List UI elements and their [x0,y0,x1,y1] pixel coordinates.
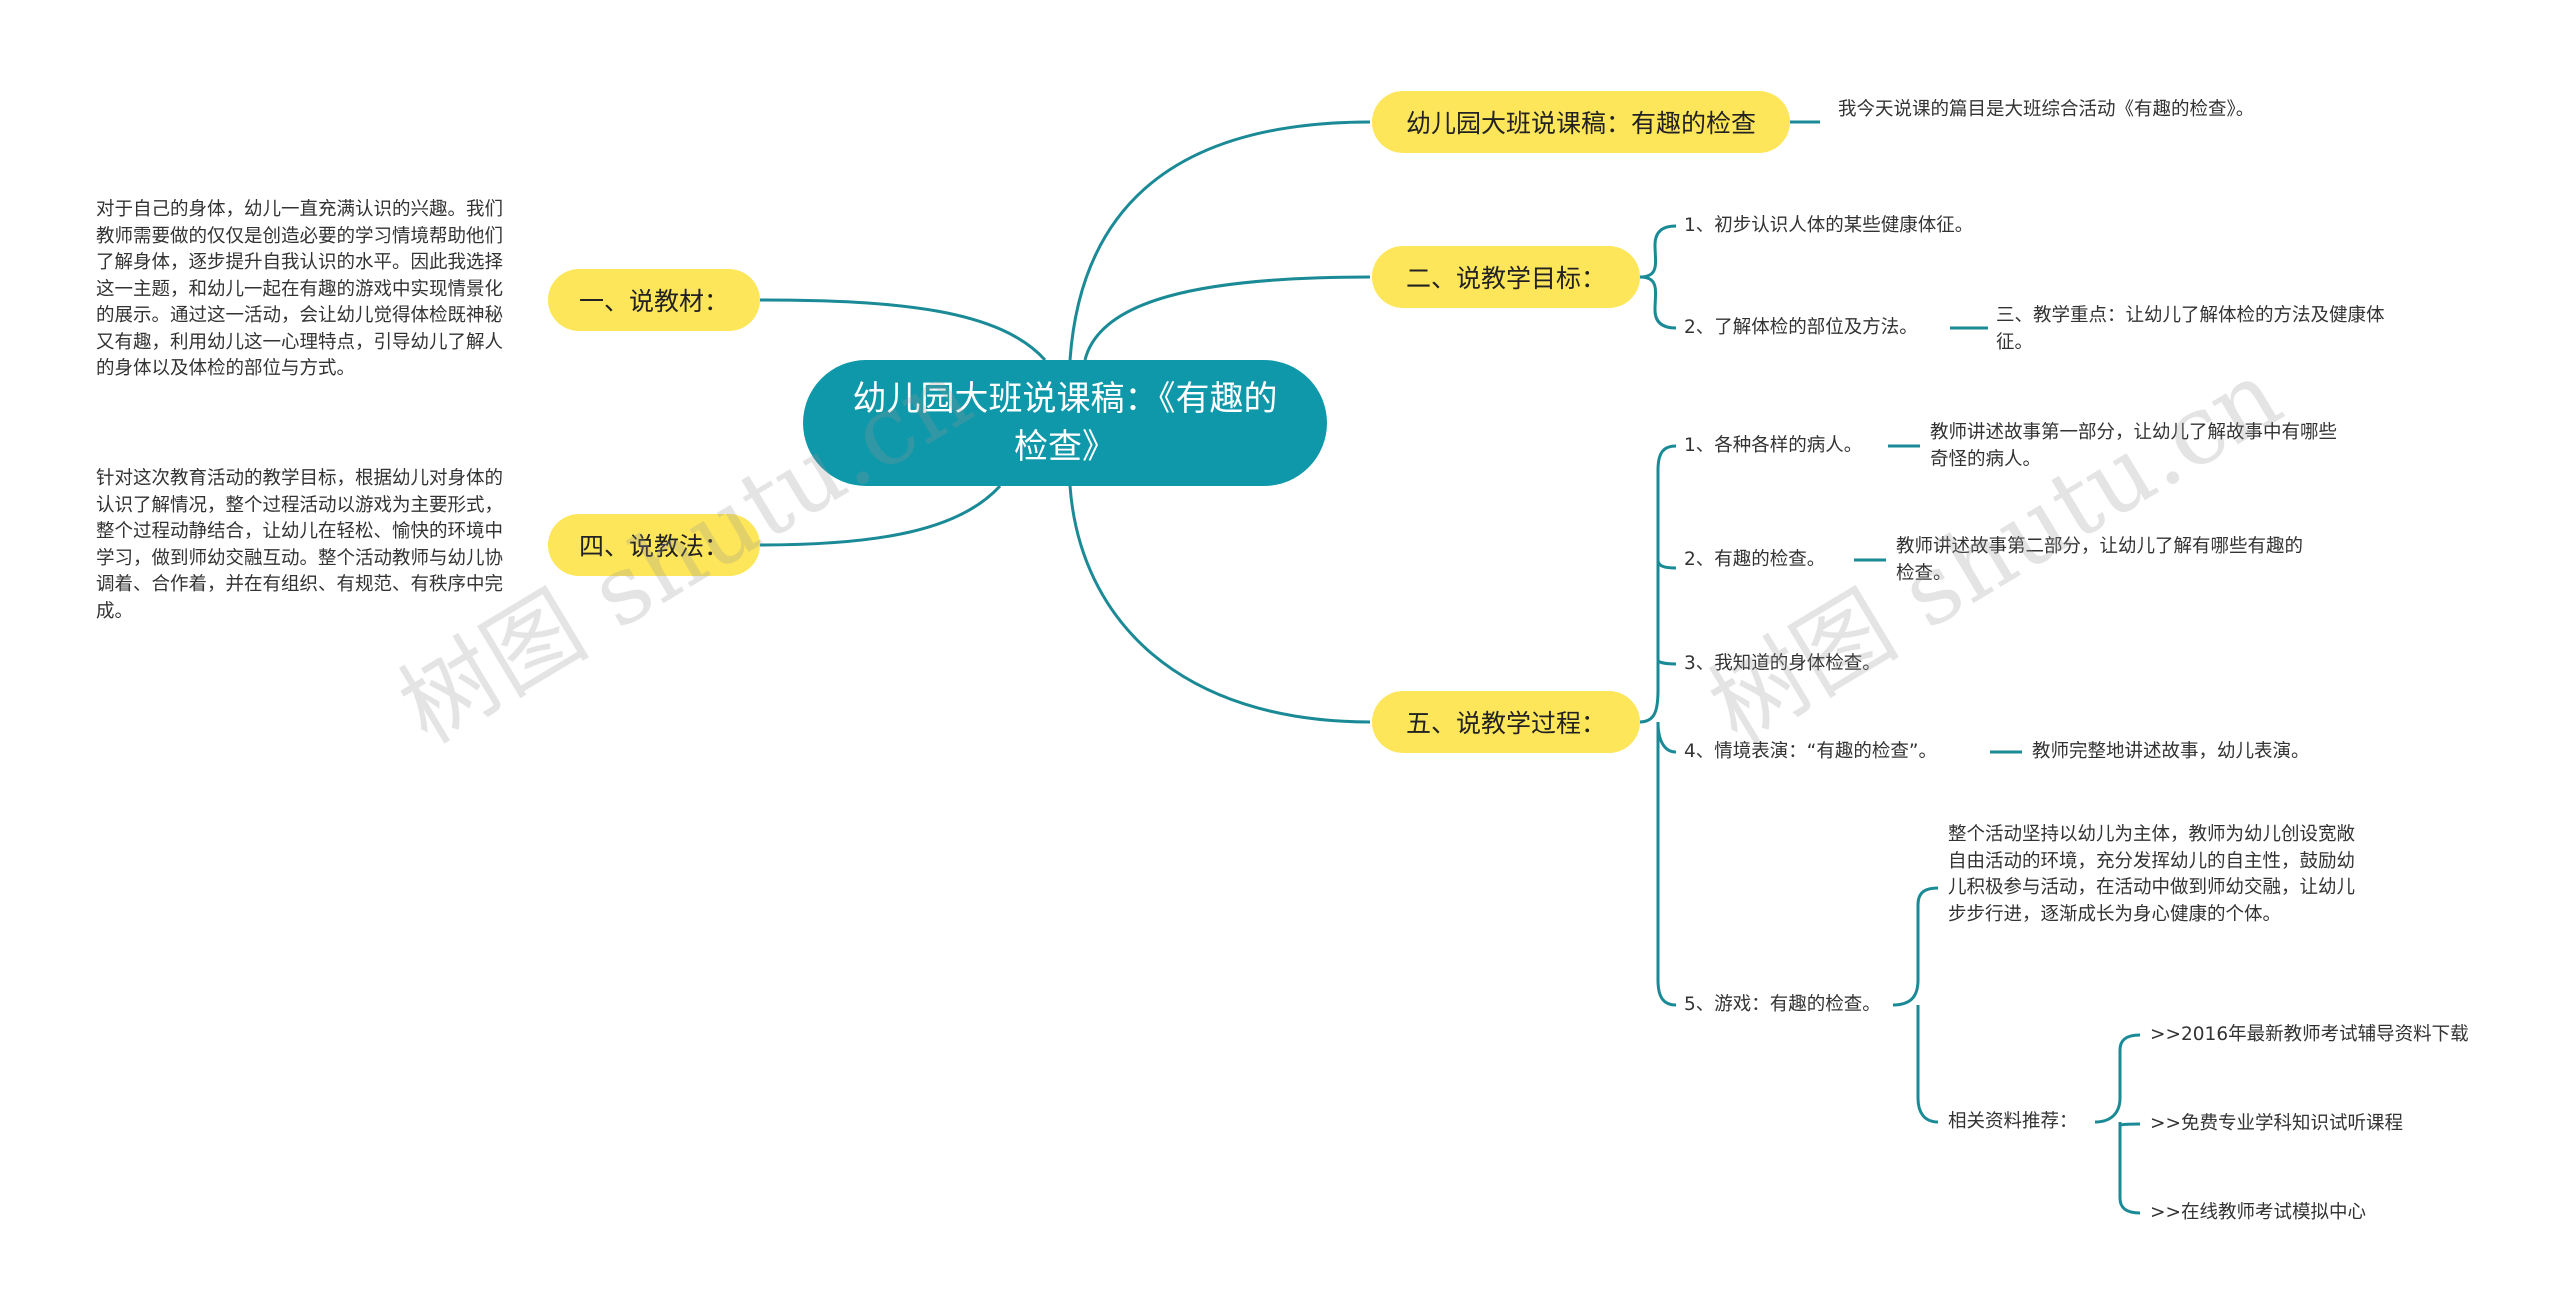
process-item-5: 5、游戏：有趣的检查。 [1684,994,1881,1015]
resources-label: 相关资料推荐： [1948,1111,2078,1132]
fork-game [1892,886,1939,1124]
game-note: 整个活动坚持以幼儿为主体，教师为幼儿创设宽敞自由活动的环境，充分发挥幼儿的自主性… [1948,824,2356,925]
link-method [759,484,1002,547]
title-node-note: 我今天说课的篇目是大班综合活动《有趣的检查》。 [1838,99,2255,120]
link-process [1068,485,1371,724]
branch-material[interactable]: 一、说教材： [548,269,760,331]
fork-process [1639,444,1677,1007]
root-title: 幼儿园大班说课稿：《有趣的检查》 [852,379,1278,467]
process-note-4: 教师完整地讲述故事，幼儿表演。 [2032,741,2310,762]
branch-method[interactable]: 四、说教法： [548,514,760,576]
process-item-2: 2、有趣的检查。 [1684,549,1826,570]
process-note-1: 教师讲述故事第一部分，让幼儿了解故事中有哪些奇怪的病人。 [1930,422,2338,470]
fork-resources [2094,1033,2141,1215]
process-item-4: 4、情境表演：“有趣的检查”。 [1684,741,1937,762]
process-note-2: 教师讲述故事第二部分，让幼儿了解有哪些有趣的检查。 [1896,536,2304,584]
link-material [759,298,1047,362]
fork-goals [1639,224,1677,330]
method-note: 针对这次教育活动的教学目标，根据幼儿对身体的认识了解情况，整个过程活动以游戏为主… [96,468,504,622]
link-goals [1083,275,1371,361]
goal-item-2: 2、了解体检的部位及方法。 [1684,317,1918,338]
material-note: 对于自己的身体，幼儿一直充满认识的兴趣。我们教师需要做的仅仅是创造必要的学习情境… [96,199,504,379]
process-item-3: 3、我知道的身体检查。 [1684,653,1881,674]
link-title-node [1068,120,1371,361]
resource-link-3[interactable]: >>在线教师考试模拟中心 [2150,1202,2367,1223]
root-node[interactable]: 幼儿园大班说课稿：《有趣的检查》 [803,360,1327,486]
goal-sub-note: 三、教学重点：让幼儿了解体检的方法及健康体征。 [1996,305,2385,353]
branch-process[interactable]: 五、说教学过程： [1372,691,1640,753]
resource-link-1[interactable]: >>2016年最新教师考试辅导资料下载 [2150,1024,2469,1045]
branch-title-node[interactable]: 幼儿园大班说课稿：有趣的检查 [1372,91,1790,153]
goal-item-1: 1、初步认识人体的某些健康体征。 [1684,215,1974,236]
branch-goals[interactable]: 二、说教学目标： [1372,246,1640,308]
resource-link-2[interactable]: >>免费专业学科知识试听课程 [2150,1113,2404,1134]
process-item-1: 1、各种各样的病人。 [1684,435,1863,456]
